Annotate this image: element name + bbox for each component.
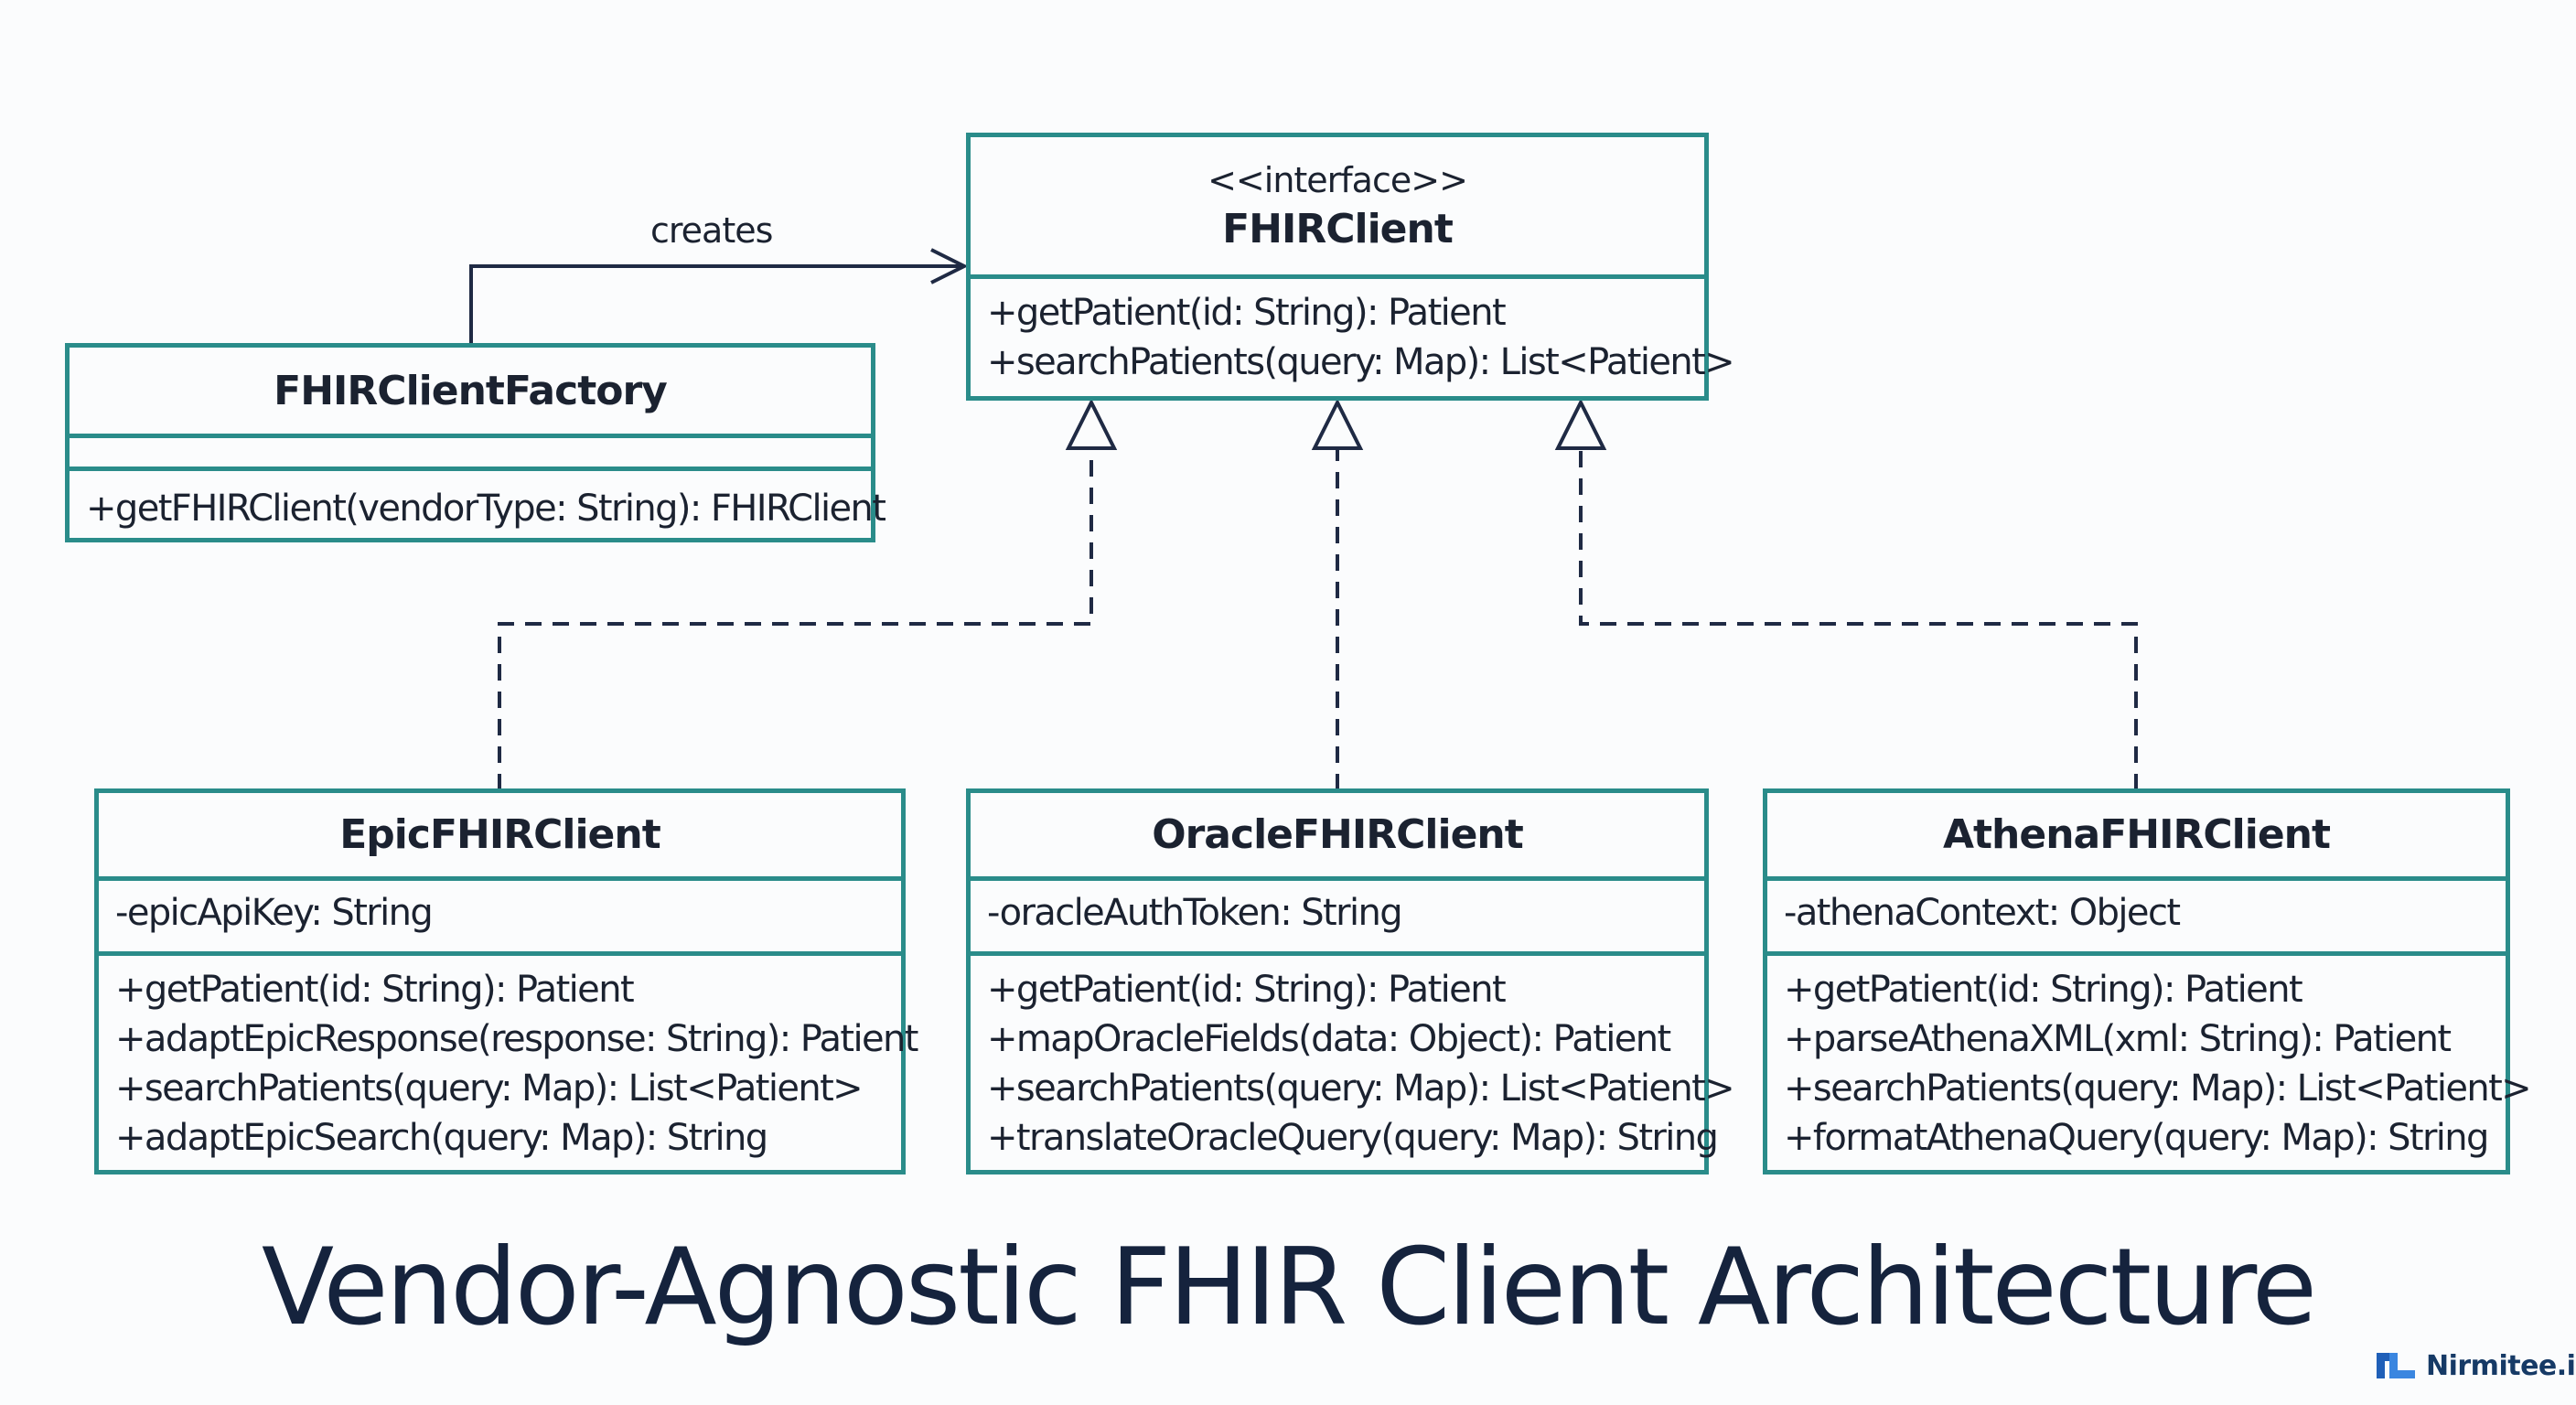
creates-arrowhead [930,248,969,284]
creates-label: creates [650,210,773,251]
interface-header: <<interface>> FHIRClient [971,137,1704,274]
operation: +searchPatients(query: Map): List<Patien… [987,1067,1735,1110]
brand-watermark: Nirmitee.io [2375,1349,2576,1382]
factory-header: FHIRClientFactory [70,348,871,434]
athena-realization-arrowhead [1554,398,1607,450]
operation: +parseAthenaXML(xml: String): Patient [1784,1018,2452,1060]
epic-realization-line [498,448,1093,790]
operation: +getFHIRClient(vendorType: String): FHIR… [86,488,886,530]
epic-operations: +getPatient(id: String): Patient +adaptE… [99,951,918,1166]
attribute: -oracleAuthToken: String [987,892,1403,934]
fhirclientfactory-class-box: FHIRClientFactory +getFHIRClient(vendorT… [65,343,886,542]
interface-stereotype: <<interface>> [1208,159,1468,200]
operation: +formatAthenaQuery(query: Map): String [1784,1117,2489,1159]
operation: +getPatient(id: String): Patient [987,292,1507,334]
fhirclient-interface-box: <<interface>> FHIRClient +getPatient(id:… [966,133,1735,401]
oracle-realization-arrowhead [1311,398,1364,450]
operation: +mapOracleFields(data: Object): Patient [987,1018,1671,1060]
operation: +adaptEpicSearch(query: Map): String [115,1117,768,1159]
operation: +searchPatients(query: Map): List<Patien… [115,1067,864,1110]
oraclefhirclient-class-box: OracleFHIRClient -oracleAuthToken: Strin… [966,788,1735,1174]
epic-realization-arrowhead [1065,398,1118,450]
brand-name: Nirmitee.io [2426,1349,2576,1382]
creates-association-line [469,264,962,346]
epicfhirclient-class-box: EpicFHIRClient -epicApiKey: String +getP… [94,788,918,1174]
operation: +translateOracleQuery(query: Map): Strin… [987,1117,1719,1159]
attribute: -epicApiKey: String [115,892,434,934]
factory-operations: +getFHIRClient(vendorType: String): FHIR… [70,467,886,537]
interface-name: FHIRClient [1222,205,1454,252]
operation: +searchPatients(query: Map): List<Patien… [1784,1067,2532,1110]
athena-operations: +getPatient(id: String): Patient +parseA… [1767,951,2532,1166]
oracle-attributes: -oracleAuthToken: String [971,876,1704,951]
diagram-title: Vendor-Agnostic FHIR Client Architecture [261,1226,2317,1349]
oracle-class-name: OracleFHIRClient [1152,811,1524,858]
epic-attributes: -epicApiKey: String [99,876,901,951]
athena-attributes: -athenaContext: Object [1767,876,2506,951]
operation: +searchPatients(query: Map): List<Patien… [987,341,1735,383]
epic-class-name: EpicFHIRClient [339,811,661,858]
factory-name: FHIRClientFactory [274,367,668,414]
operation: +getPatient(id: String): Patient [987,969,1507,1011]
operation: +getPatient(id: String): Patient [1784,969,2303,1011]
oracle-header: OracleFHIRClient [971,793,1704,876]
athena-header: AthenaFHIRClient [1767,793,2506,876]
athena-class-name: AthenaFHIRClient [1942,811,2331,858]
interface-operations: +getPatient(id: String): Patient +search… [971,274,1735,391]
nirmitee-logo-icon [2377,1353,2415,1378]
operation: +getPatient(id: String): Patient [115,969,635,1011]
oracle-operations: +getPatient(id: String): Patient +mapOra… [971,951,1735,1166]
attribute: -athenaContext: Object [1784,892,2181,934]
athenafhirclient-class-box: AthenaFHIRClient -athenaContext: Object … [1763,788,2532,1174]
factory-attributes-empty [70,434,871,467]
epic-header: EpicFHIRClient [99,793,901,876]
athena-realization-line [1579,448,2138,790]
operation: +adaptEpicResponse(response: String): Pa… [115,1018,918,1060]
